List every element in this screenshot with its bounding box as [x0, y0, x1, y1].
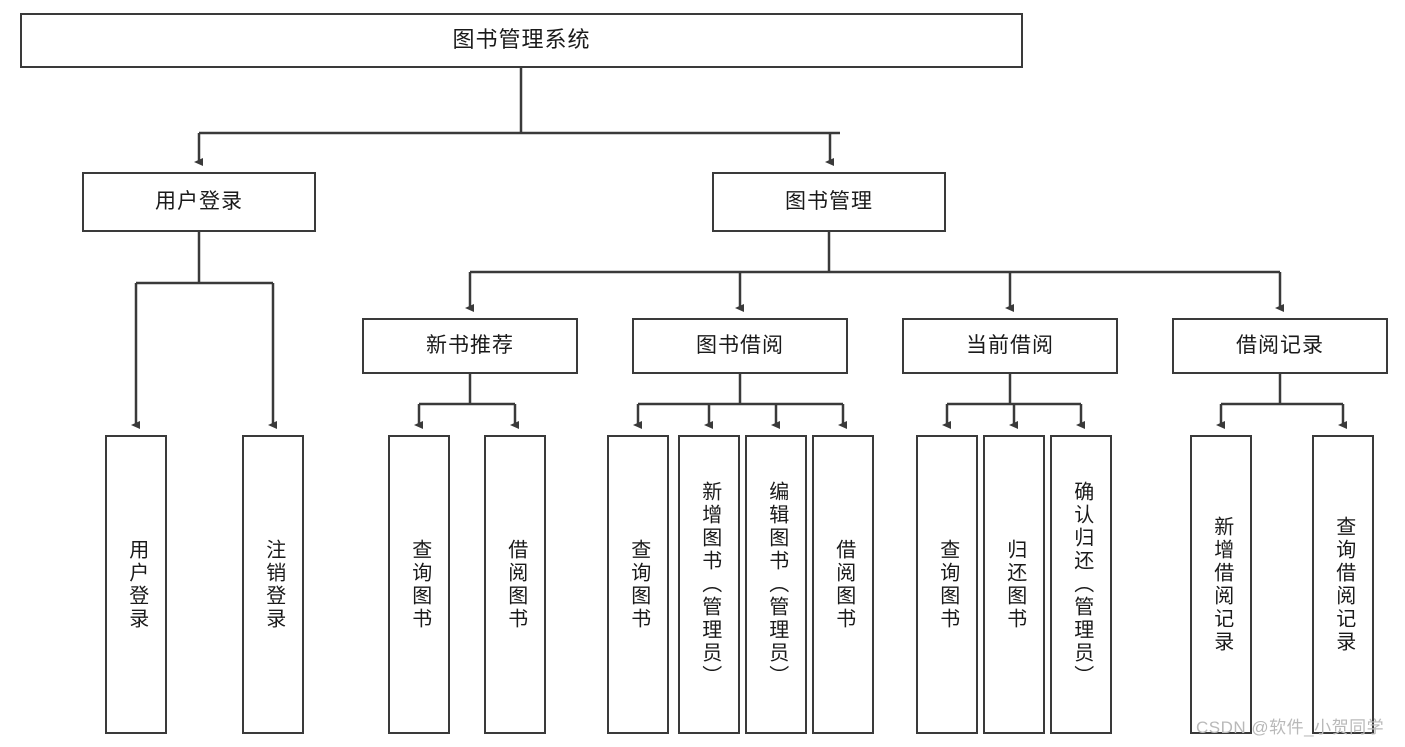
node-leaf-query-book-current[interactable]: 查询图书	[916, 435, 978, 734]
node-new-book-recommend[interactable]: 新书推荐	[362, 318, 578, 374]
node-leaf-user-login[interactable]: 用户登录	[105, 435, 167, 734]
node-leaf-borrow-book[interactable]: 借阅图书	[812, 435, 874, 734]
node-leaf-edit-book-admin[interactable]: 编辑图书（管理员）	[745, 435, 807, 734]
node-leaf-query-book-borrow[interactable]: 查询图书	[607, 435, 669, 734]
node-leaf-borrow-book-recommend[interactable]: 借阅图书	[484, 435, 546, 734]
node-leaf-query-borrow-record[interactable]: 查询借阅记录	[1312, 435, 1374, 734]
node-borrow-record[interactable]: 借阅记录	[1172, 318, 1388, 374]
node-leaf-add-book-admin[interactable]: 新增图书（管理员）	[678, 435, 740, 734]
node-book-borrow[interactable]: 图书借阅	[632, 318, 848, 374]
node-root-system[interactable]: 图书管理系统	[20, 13, 1023, 68]
node-leaf-return-book[interactable]: 归还图书	[983, 435, 1045, 734]
csdn-watermark: CSDN @软件_小贺同学	[1196, 718, 1385, 737]
node-user-login[interactable]: 用户登录	[82, 172, 316, 232]
node-leaf-query-book-recommend[interactable]: 查询图书	[388, 435, 450, 734]
node-book-manage[interactable]: 图书管理	[712, 172, 946, 232]
node-leaf-user-logout[interactable]: 注销登录	[242, 435, 304, 734]
node-current-borrow[interactable]: 当前借阅	[902, 318, 1118, 374]
node-leaf-add-borrow-record[interactable]: 新增借阅记录	[1190, 435, 1252, 734]
node-leaf-confirm-return-admin[interactable]: 确认归还（管理员）	[1050, 435, 1112, 734]
